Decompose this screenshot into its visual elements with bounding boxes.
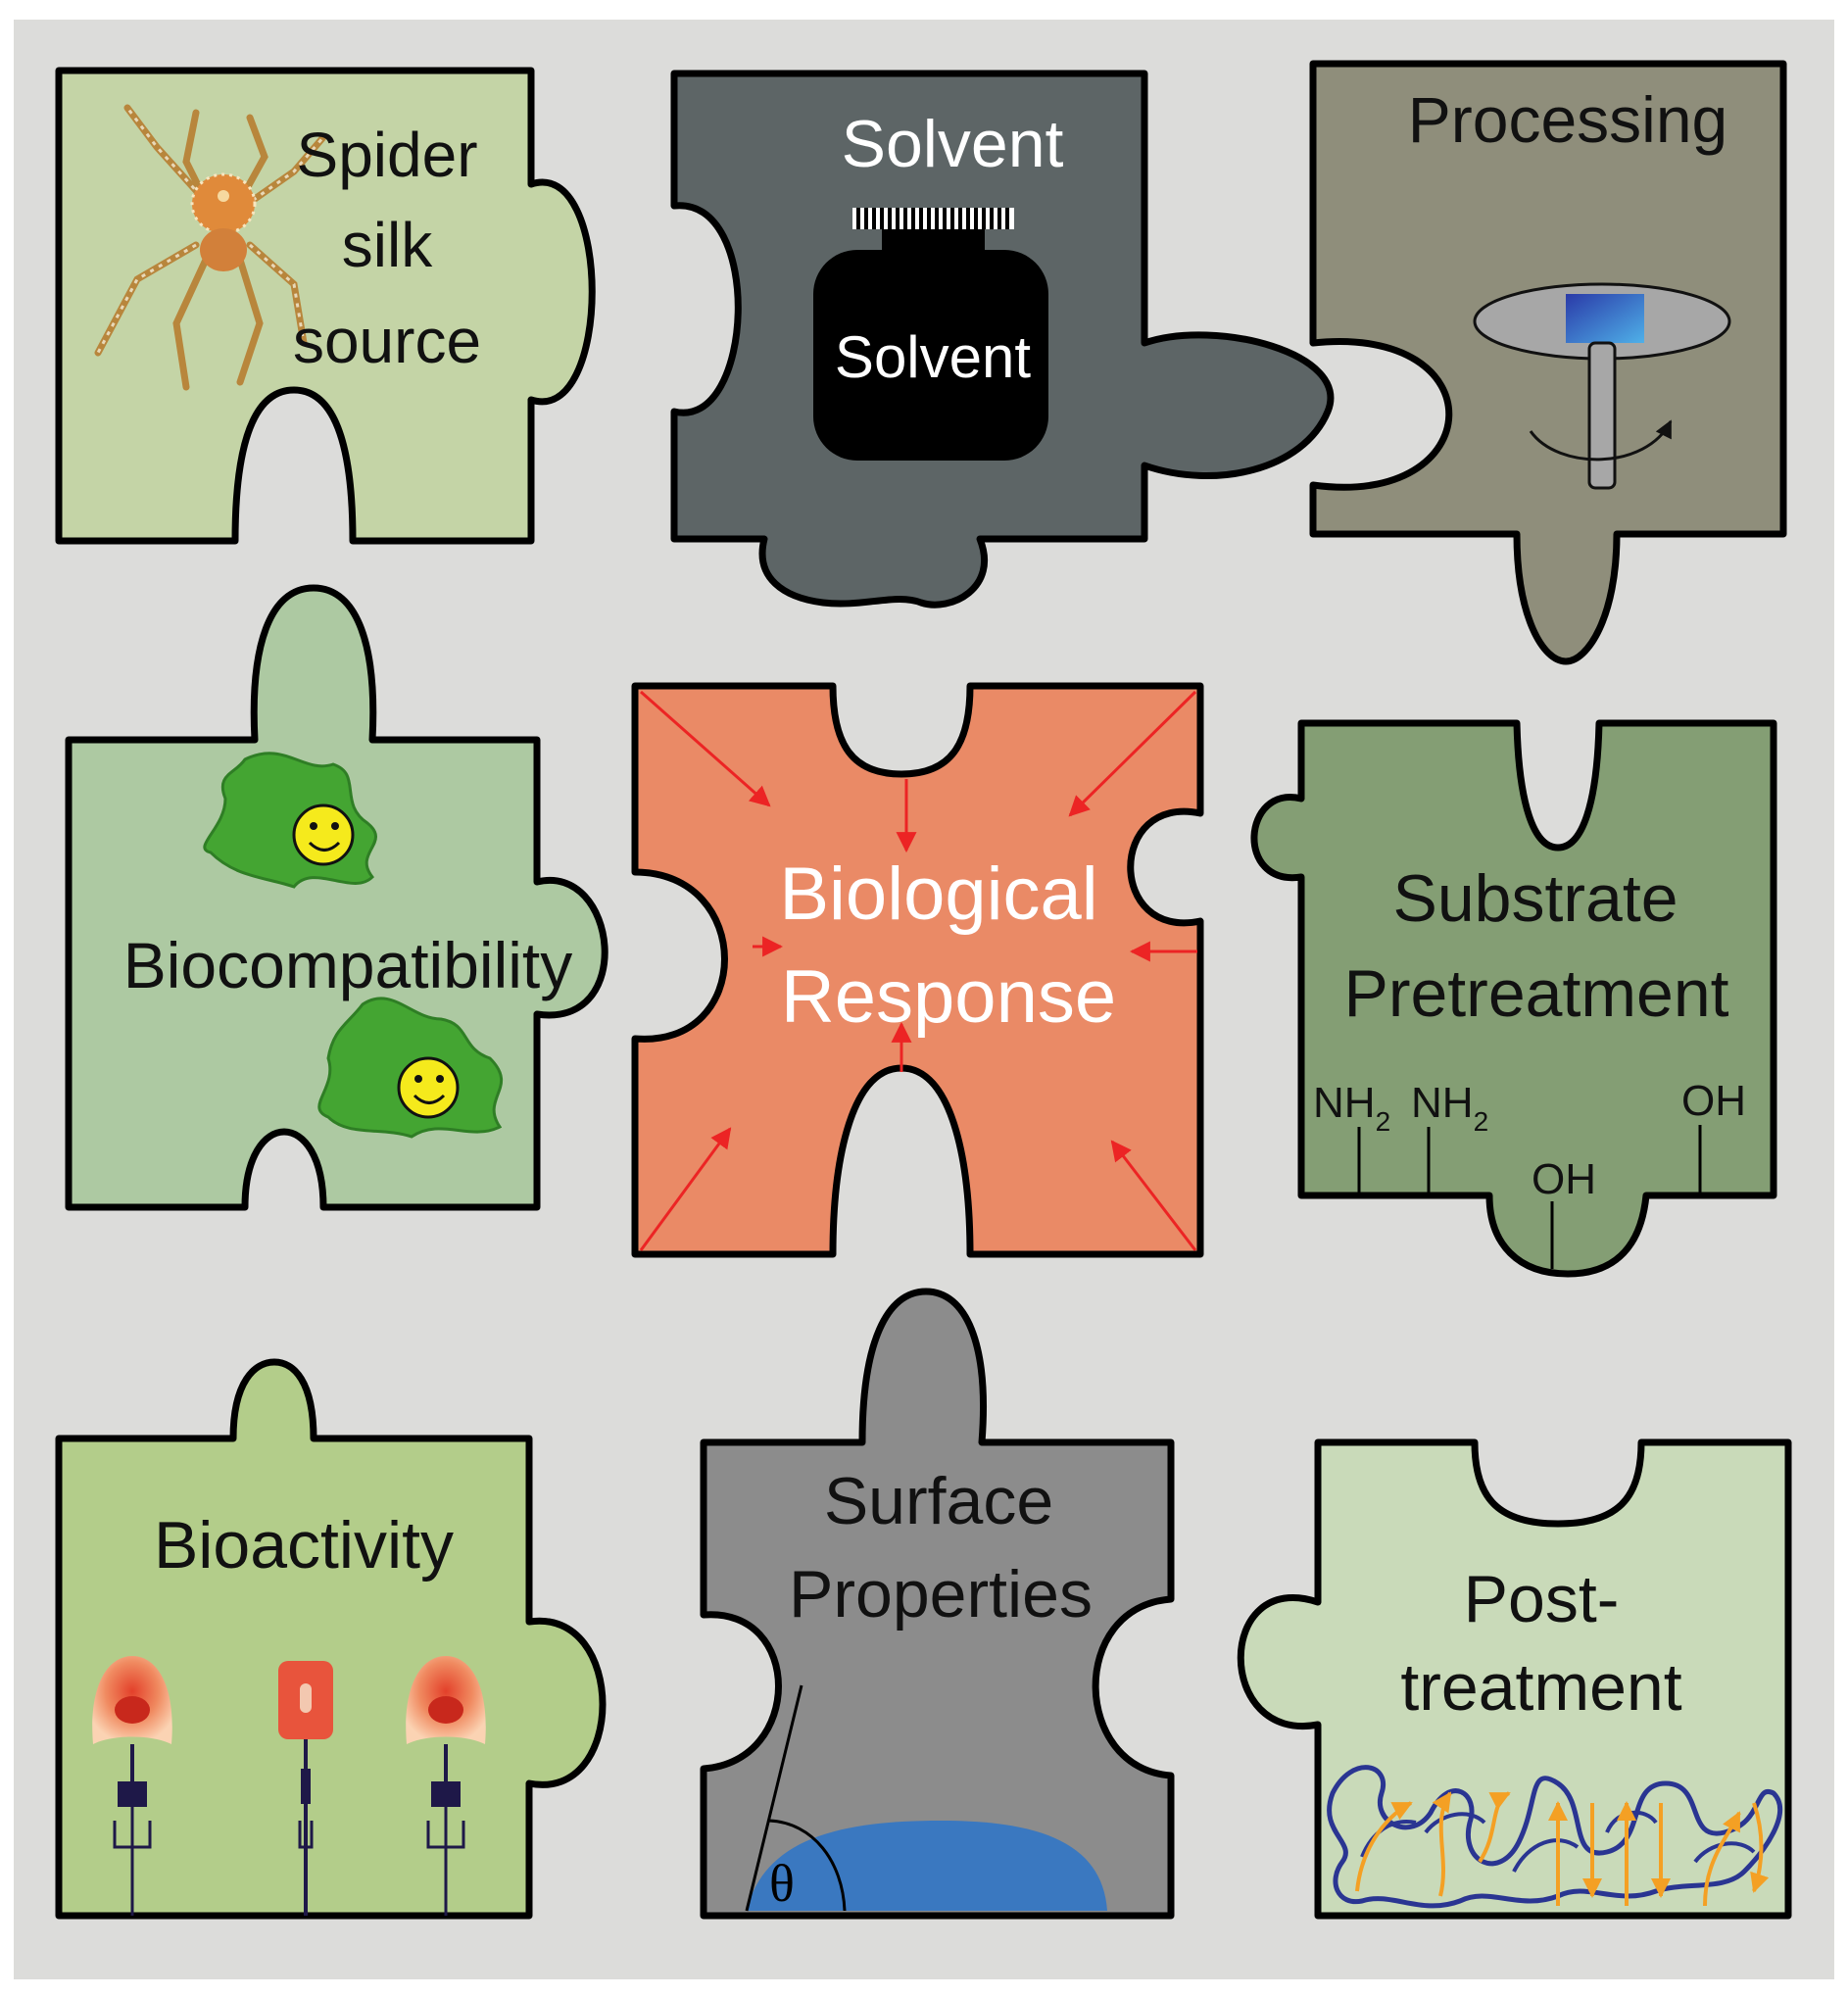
protein-fiber-icon	[1327, 1765, 1782, 1909]
contact-angle-symbol: θ	[769, 1854, 795, 1913]
piece-surface-properties: Surface Properties θ	[700, 1288, 1175, 1920]
solvent-bottle-icon: Solvent	[813, 208, 1048, 461]
biological-response-label-line-2: Response	[781, 955, 1116, 1039]
piece-biocompatibility: Biocompatibility	[65, 584, 608, 1211]
bioactivity-label: Bioactivity	[154, 1508, 454, 1583]
water-droplet-icon: θ	[745, 1684, 1107, 1913]
arrow-top-left	[640, 690, 771, 807]
piece-substrate-pretreatment: Substrate Pretreatment NH2 NH2 OH OH	[1250, 719, 1777, 1278]
response-arrows	[639, 690, 1197, 1251]
piece-spider-silk-source: Spider silk source	[55, 67, 596, 545]
amine-group-1: NH2	[1313, 1079, 1390, 1137]
piece-bioactivity: Bioactivity	[55, 1358, 607, 1920]
post-treatment-label-line-1: Post-	[1464, 1562, 1620, 1636]
arrow-bottom-left	[639, 1127, 732, 1251]
spider-label-line-2: silk	[342, 210, 433, 280]
piece-processing: Processing	[1309, 60, 1787, 665]
surface-label-line-1: Surface	[824, 1464, 1053, 1538]
surface-functional-groups: NH2 NH2 OH OH	[1313, 1077, 1746, 1269]
surface-label-line-2: Properties	[789, 1557, 1093, 1632]
piece-post-treatment: Post- treatment	[1237, 1438, 1792, 1920]
spider-label-line-1: Spider	[297, 120, 478, 190]
arrow-top-right	[1068, 690, 1197, 817]
solvent-label: Solvent	[842, 107, 1064, 181]
solvent-bottle-label: Solvent	[835, 324, 1031, 390]
smiling-cell-icon	[317, 997, 504, 1139]
substrate-label-line-2: Pretreatment	[1343, 956, 1728, 1031]
biological-response-label-line-1: Biological	[779, 852, 1097, 936]
piece-solvent: Solvent Solvent	[670, 70, 1335, 609]
processing-label: Processing	[1408, 83, 1728, 156]
arrow-bottom-right	[1110, 1140, 1197, 1251]
spider-label-line-3: source	[293, 306, 481, 376]
biocompatibility-label: Biocompatibility	[123, 929, 573, 1001]
piece-biological-response: Biological Response	[631, 682, 1204, 1258]
hydroxyl-group-2: OH	[1681, 1077, 1746, 1125]
substrate-label-line-1: Substrate	[1392, 861, 1678, 936]
spin-coater-icon	[1473, 282, 1731, 490]
spider-icon	[94, 104, 327, 391]
cell-receptor-icon	[92, 1656, 486, 1916]
post-treatment-label-line-2: treatment	[1400, 1650, 1681, 1725]
smiling-cell-icon	[203, 752, 377, 889]
amine-group-2: NH2	[1411, 1079, 1488, 1137]
hydroxyl-group-1: OH	[1532, 1155, 1596, 1203]
